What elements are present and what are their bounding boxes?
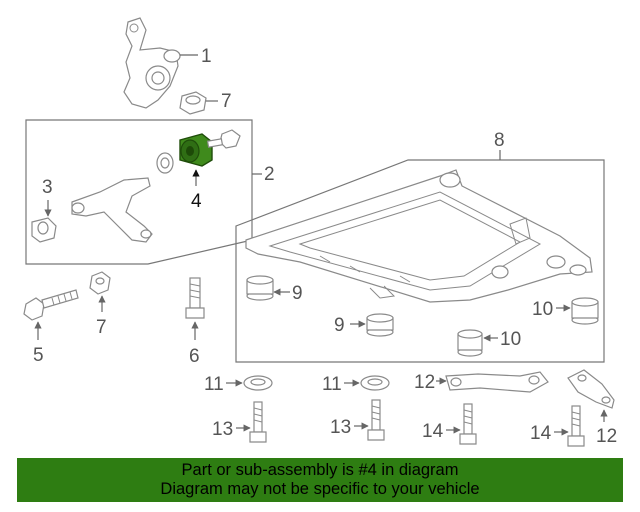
notice-line-2: Diagram may not be specific to your vehi… [160, 480, 480, 498]
bushing-bolt[interactable] [206, 129, 241, 149]
bolt-5[interactable] [23, 289, 79, 321]
notice-line-1: Part or sub-assembly is #4 in diagram [181, 461, 459, 479]
callout-7b: 7 [96, 317, 107, 338]
callout-12a: 12 [414, 372, 435, 393]
callout-5: 5 [33, 345, 44, 366]
lower-control-arm[interactable] [71, 177, 153, 243]
bolt-6[interactable] [185, 277, 205, 319]
bracket-12-left[interactable] [445, 371, 549, 393]
bolt-13-left[interactable] [249, 401, 267, 443]
front-subframe[interactable] [245, 169, 593, 303]
callout-9b: 9 [334, 315, 345, 336]
callout-7a: 7 [221, 91, 232, 112]
bolt-14-right[interactable] [567, 405, 585, 447]
callout-13a: 13 [212, 419, 233, 440]
notice-banner: Part or sub-assembly is #4 in diagram Di… [17, 458, 623, 502]
bushing-10-center[interactable] [457, 329, 483, 357]
bushing-4-highlighted[interactable] [179, 133, 213, 167]
nut-bottom[interactable] [89, 271, 111, 295]
parts-diagram: 1 7 2 3 4 5 [23, 17, 617, 447]
callout-3: 3 [42, 177, 53, 198]
callout-10b: 10 [500, 329, 521, 350]
bushing-9-upper[interactable] [246, 275, 274, 301]
washer-11-right[interactable] [360, 375, 390, 391]
bushing-9-lower[interactable] [366, 313, 394, 337]
callout-2: 2 [264, 164, 275, 185]
control-arm-assembly-box [25, 119, 253, 265]
subframe-box [235, 159, 605, 363]
callout-14a: 14 [422, 421, 444, 442]
callout-12b: 12 [596, 426, 617, 447]
callout-1: 1 [201, 46, 212, 67]
callout-9a: 9 [292, 283, 303, 304]
bushing-3[interactable] [31, 217, 57, 243]
steering-knuckle[interactable] [123, 17, 181, 109]
callout-10a: 10 [532, 299, 553, 320]
bracket-12-right[interactable] [567, 369, 615, 409]
bolt-13-right[interactable] [367, 399, 385, 441]
callout-11b: 11 [322, 374, 342, 395]
callout-14b: 14 [530, 423, 552, 444]
washer[interactable] [156, 152, 174, 174]
bushing-10-right[interactable] [571, 297, 599, 325]
callout-8: 8 [494, 130, 505, 151]
washer-11-left[interactable] [243, 375, 273, 391]
callout-4: 4 [191, 191, 202, 212]
bolt-14-left[interactable] [459, 403, 477, 445]
callout-6: 6 [189, 346, 200, 367]
callout-13b: 13 [330, 417, 351, 438]
callout-11a: 11 [204, 374, 224, 395]
nut-top[interactable] [179, 91, 207, 115]
